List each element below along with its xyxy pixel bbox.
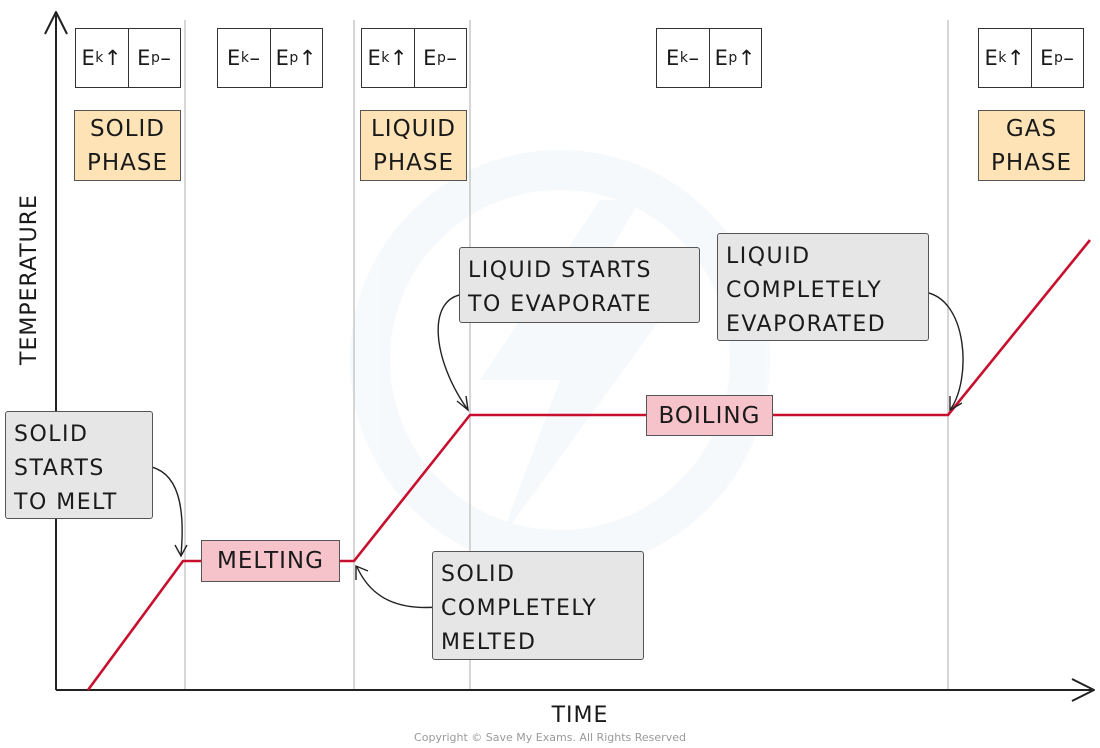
ek-change: –: [688, 46, 700, 70]
arrow-liquid-completely-evaporated: [923, 291, 964, 411]
phase-line: PHASE: [372, 149, 455, 176]
callout-line: COMPLETELY: [441, 596, 598, 621]
phase-line: SOLID: [89, 115, 165, 142]
ek-subscript: k: [240, 50, 250, 66]
phase-line: GAS: [1005, 115, 1058, 142]
ep-subscript: p: [150, 50, 161, 66]
callout-line: LIQUID STARTS: [468, 258, 652, 283]
ek-subscript: k: [95, 50, 104, 66]
callout-line: STARTS: [14, 456, 105, 481]
phase-line: PHASE: [990, 149, 1073, 176]
arrowhead-solid-starts-to-melt: [174, 544, 188, 558]
ep-subscript: p: [436, 50, 447, 66]
ep-change: ↑: [737, 46, 756, 70]
boiling-label: BOILING: [646, 395, 773, 436]
callout-line: SOLID: [441, 562, 516, 587]
arrowhead-liquid-starts-to-evaporate: [456, 395, 469, 412]
ep-change: –: [446, 46, 458, 70]
arrow-liquid-starts-to-evaporate: [437, 293, 469, 411]
ep-change: –: [1063, 46, 1075, 70]
ep-change: ↑: [298, 46, 317, 70]
ek-subscript: k: [679, 50, 689, 66]
x-axis-label: TIME: [551, 703, 609, 728]
arrowhead-solid-completely-melted: [355, 564, 369, 580]
ek-change: ↑: [103, 46, 122, 70]
liquid-phase-label: LIQUID PHASE: [360, 110, 467, 181]
callout-liquid-completely-evaporated: LIQUID COMPLETELY EVAPORATED: [717, 233, 929, 341]
arrowhead-liquid-completely-evaporated: [949, 396, 963, 412]
melting-label: MELTING: [201, 540, 340, 582]
callout-line: LIQUID: [726, 244, 811, 269]
y-axis-label: TEMPERATURE: [17, 194, 42, 365]
callout-line: COMPLETELY: [726, 278, 883, 303]
ek-subscript: k: [998, 50, 1007, 66]
x-axis-arrowhead: [1071, 678, 1095, 702]
ek-change: –: [249, 46, 261, 70]
callout-line: TO EVAPORATE: [468, 292, 652, 317]
callout-liquid-starts-to-evaporate: LIQUID STARTS TO EVAPORATE: [459, 247, 700, 323]
callout-solid-completely-melted: SOLID COMPLETELY MELTED: [432, 551, 644, 660]
callout-solid-starts-to-melt: SOLID STARTS TO MELT: [5, 411, 153, 519]
copyright-notice: Copyright © Save My Exams. All Rights Re…: [414, 731, 686, 744]
ep-subscript: p: [289, 50, 299, 66]
watermark-logo: [350, 150, 770, 570]
callout-line: TO MELT: [14, 490, 118, 515]
heating-curve: [86, 239, 1092, 691]
ek-change: ↑: [1006, 46, 1025, 70]
ep-subscript: p: [728, 50, 738, 66]
phase-line: LIQUID: [370, 115, 457, 142]
ek-change: ↑: [389, 46, 408, 70]
arrow-solid-completely-melted: [356, 566, 439, 609]
y-axis-arrowhead: [44, 11, 68, 35]
ep-change: –: [160, 46, 172, 70]
callout-line: EVAPORATED: [726, 312, 887, 337]
callout-line: MELTED: [441, 630, 537, 655]
ek-subscript: k: [381, 50, 390, 66]
solid-phase-label: SOLID PHASE: [74, 110, 181, 181]
phase-line: PHASE: [86, 149, 169, 176]
gas-phase-label: GAS PHASE: [978, 110, 1085, 181]
ep-subscript: p: [1053, 50, 1064, 66]
arrow-solid-starts-to-melt: [145, 465, 183, 556]
callout-line: SOLID: [14, 422, 89, 447]
